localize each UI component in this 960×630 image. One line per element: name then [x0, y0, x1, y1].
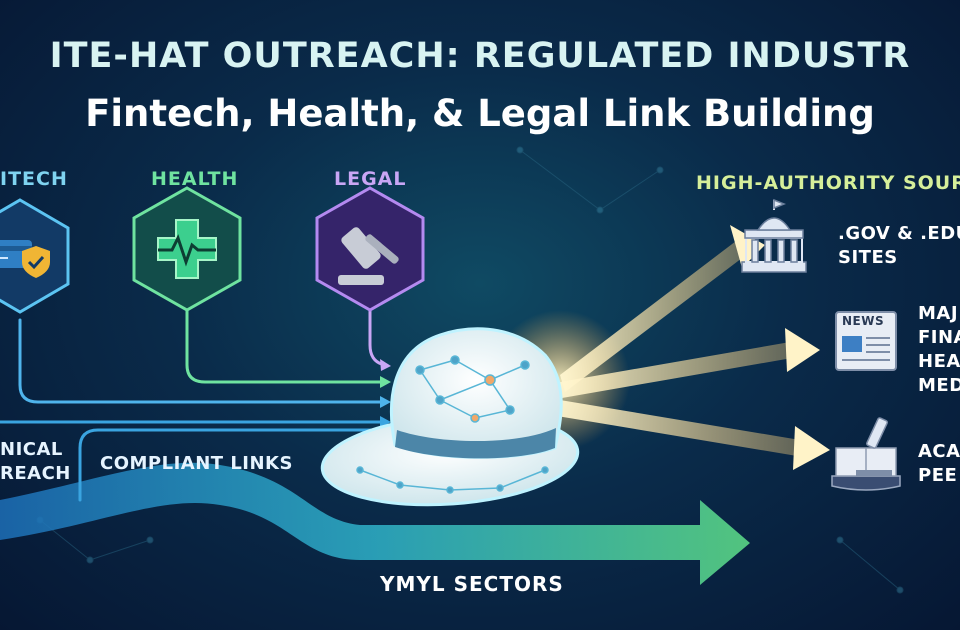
beam-gov [560, 238, 750, 392]
fintech-hexagon [0, 198, 70, 314]
connector-compliant [78, 428, 382, 502]
white-hat-icon [320, 327, 580, 507]
source-gov-line-2: SITES [838, 247, 898, 268]
connector-health [185, 298, 382, 384]
flow-band [0, 462, 750, 585]
health-hexagon [132, 186, 242, 312]
category-label-fintech: ITECH [0, 168, 68, 190]
source-gov-edu-label: .GOV & .EDU SITES [838, 222, 960, 270]
source-academic-line-1: ACA [918, 441, 960, 462]
microscope-book-icon [831, 417, 901, 491]
page-subtitle: Fintech, Health, & Legal Link Building [85, 92, 875, 135]
compliant-links-label: COMPLIANT LINKS [100, 453, 293, 474]
source-news-line-1: MAJ [918, 303, 959, 324]
connector-lines [0, 298, 387, 502]
source-news-label: MAJ FINA HEA MED [918, 302, 960, 398]
legal-hexagon [315, 186, 425, 312]
source-academic-line-2: PEE [918, 465, 958, 486]
gavel-icon [338, 227, 399, 285]
hat-network [356, 355, 549, 494]
source-gov-line-1: .GOV & .EDU [838, 223, 960, 244]
credit-card-shield-icon [0, 240, 50, 278]
ymyl-sectors-label: YMYL SECTORS [380, 572, 564, 596]
sources-heading: HIGH-AUTHORITY SOUR [696, 172, 960, 194]
source-academic-label: ACA PEE [918, 440, 960, 488]
source-news-line-4: MED [918, 375, 960, 396]
category-label-health: HEALTH [151, 168, 239, 190]
newspaper-icon [835, 311, 897, 371]
technical-outreach-label: NICAL REACH [0, 438, 71, 486]
technical-outreach-line-1: NICAL [0, 439, 63, 460]
medical-cross-pulse-icon [157, 219, 217, 279]
source-news-line-3: HEA [918, 351, 960, 372]
category-label-legal: LEGAL [334, 168, 407, 190]
newspaper-badge: NEWS [842, 314, 885, 328]
connector-fintech [18, 318, 382, 404]
technical-outreach-line-2: REACH [0, 463, 71, 484]
beam-news [560, 342, 792, 398]
government-building-icon [741, 198, 807, 273]
beam-academic [557, 400, 800, 456]
source-news-line-2: FINA [918, 327, 960, 348]
page-title: ITE-HAT OUTREACH: REGULATED INDUSTR [49, 36, 911, 76]
